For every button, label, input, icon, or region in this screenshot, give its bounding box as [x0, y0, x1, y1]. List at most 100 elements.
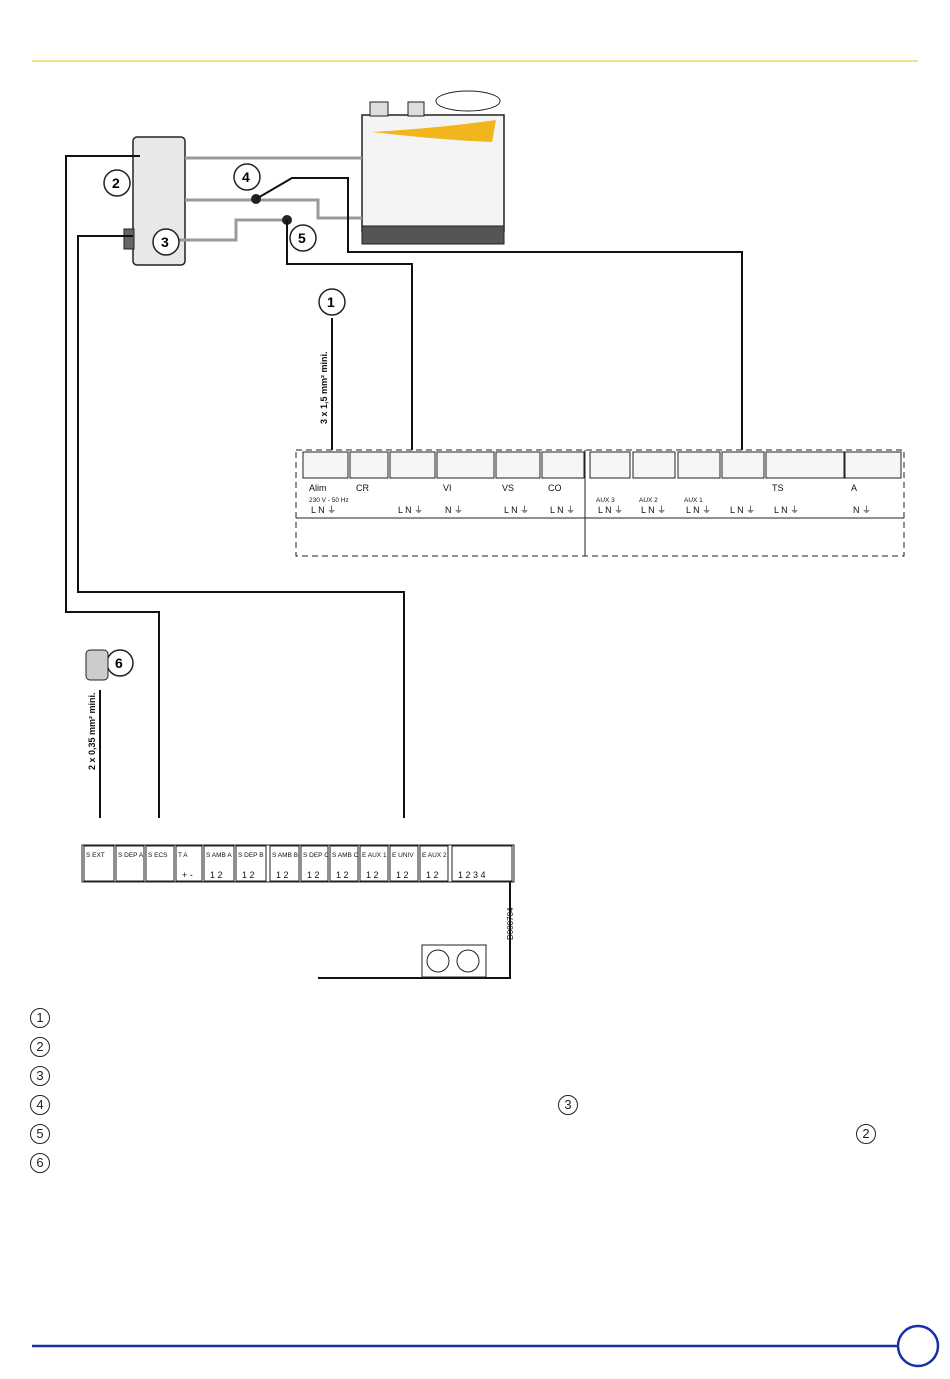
- lower-terminal-block: E UNIV 1 2: [389, 845, 419, 882]
- terminal-sub: AUX 2: [639, 497, 658, 504]
- upper-terminal-block: VI N ⏚: [436, 451, 495, 515]
- terminal-name: TS: [772, 483, 784, 493]
- terminal-pins: L N ⏚: [686, 505, 711, 515]
- callout-4: 4: [242, 169, 250, 185]
- terminal-sub: 230 V - 50 Hz: [309, 497, 349, 504]
- upper-terminal-block: Alim 230 V - 50 HzL N ⏚: [302, 451, 349, 515]
- terminal-name: CO: [548, 483, 562, 493]
- terminal-name: VI: [443, 483, 452, 493]
- callout-6: 6: [115, 655, 123, 671]
- upper-terminal-block: CR: [349, 451, 389, 493]
- cable-label-sensor: 2 x 0,35 mm² mini.: [87, 692, 97, 770]
- terminal-pins: 1 2: [396, 870, 409, 880]
- lower-terminal-block: S AMB C 1 2: [329, 845, 359, 882]
- legend-row: 3: [30, 1061, 910, 1090]
- terminal-name: S AMB C: [332, 852, 359, 859]
- terminal-name: VS: [502, 483, 514, 493]
- upper-terminal-block: AUX 2L N ⏚: [632, 451, 676, 515]
- terminal-name: E UNIV: [392, 852, 414, 859]
- terminal-pins: 1 2: [242, 870, 255, 880]
- legend-inline-ref: 2: [856, 1123, 876, 1144]
- terminal-pins: + -: [182, 870, 193, 880]
- lower-terminal-block: E AUX 1 1 2: [359, 845, 389, 882]
- terminal-pins: 1 2: [307, 870, 320, 880]
- terminal-name: S ECS: [148, 852, 168, 859]
- terminal-name: CR: [356, 483, 369, 493]
- terminal-pins: N ⏚: [445, 505, 463, 515]
- terminal-name: Alim: [309, 483, 327, 493]
- terminal-name: S AMB B: [272, 852, 298, 859]
- lower-terminal-block: S AMB A 1 2: [203, 845, 235, 882]
- lower-terminal-block: S DEP C 1 2: [300, 845, 329, 882]
- terminal-name: A: [851, 483, 857, 493]
- terminal-pins: L N ⏚: [504, 505, 529, 515]
- terminal-name: S DEP C: [303, 852, 329, 859]
- legend-row: 6: [30, 1148, 910, 1177]
- terminal-pins: L N ⏚: [641, 505, 666, 515]
- upper-terminal-block: TS L N ⏚: [765, 451, 845, 515]
- legend-number: 1: [30, 1007, 50, 1028]
- terminal-name: S DEP B: [238, 852, 264, 859]
- document-code: D000704: [506, 907, 515, 940]
- lower-terminal-block: S ECS: [145, 845, 175, 882]
- lower-terminal-block: S EXT: [83, 845, 115, 882]
- lower-terminal-block: S AMB B 1 2: [269, 845, 300, 882]
- terminal-pins: L N ⏚: [550, 505, 575, 515]
- terminal-pins: L N ⏚: [311, 505, 336, 515]
- terminal-sub: AUX 3: [596, 497, 615, 504]
- terminal-pins: 1 2 3 4: [458, 870, 486, 880]
- terminal-pins: N ⏚: [853, 505, 871, 515]
- terminal-name: T A: [178, 852, 188, 859]
- legend-number: 6: [30, 1152, 50, 1173]
- outdoor-sensor: [85, 649, 109, 681]
- boiler: [361, 90, 505, 245]
- callout-1: 1: [327, 294, 335, 310]
- legend-number: 4: [30, 1094, 50, 1115]
- upper-terminal-block: L N ⏚: [389, 451, 436, 515]
- legend-inline-ref: 3: [558, 1094, 578, 1115]
- upper-terminal-block: L N ⏚: [721, 451, 765, 515]
- legend-row: 1: [30, 1003, 910, 1032]
- terminal-name: E AUX 2: [422, 852, 447, 859]
- lower-terminal-block: 1 2 3 4: [451, 845, 513, 882]
- legend-number: 3: [30, 1065, 50, 1086]
- terminal-name: S AMB A: [206, 852, 232, 859]
- callout-5: 5: [298, 230, 306, 246]
- callout-2: 2: [112, 175, 120, 191]
- terminal-pins: L N ⏚: [774, 505, 799, 515]
- wires: [65, 155, 743, 979]
- upper-terminal-block: VS L N ⏚: [495, 451, 541, 515]
- legend-number: 2: [30, 1036, 50, 1057]
- terminal-pins: 1 2: [276, 870, 289, 880]
- terminal-pins: 1 2: [336, 870, 349, 880]
- terminal-pins: L N ⏚: [398, 505, 423, 515]
- legend-row: 2: [30, 1032, 910, 1061]
- callout-3: 3: [161, 234, 169, 250]
- terminal-name: S DEP A: [118, 852, 144, 859]
- bus-connector: [421, 944, 487, 978]
- upper-terminal-block: AUX 1L N ⏚: [677, 451, 721, 515]
- callouts: [103, 163, 346, 677]
- lower-terminal-block: E AUX 2 1 2: [419, 845, 449, 882]
- legend-number: 5: [30, 1123, 50, 1144]
- terminal-sub: AUX 1: [684, 497, 703, 504]
- terminal-pins: 1 2: [366, 870, 379, 880]
- page-number-circle: [896, 1324, 940, 1368]
- lower-terminal-block: T A + -: [175, 845, 203, 882]
- terminal-pins: L N ⏚: [598, 505, 623, 515]
- terminal-name: E AUX 1: [362, 852, 387, 859]
- terminal-pins: 1 2: [426, 870, 439, 880]
- terminal-pins: L N ⏚: [730, 505, 755, 515]
- cable-label-main: 3 x 1,5 mm² mini.: [319, 351, 329, 424]
- upper-terminal-block: CO L N ⏚: [541, 451, 585, 515]
- lower-terminal-block: S DEP B 1 2: [235, 845, 267, 882]
- terminal-pins: 1 2: [210, 870, 223, 880]
- terminal-name: S EXT: [86, 852, 105, 859]
- upper-terminal-block: AUX 3L N ⏚: [589, 451, 631, 515]
